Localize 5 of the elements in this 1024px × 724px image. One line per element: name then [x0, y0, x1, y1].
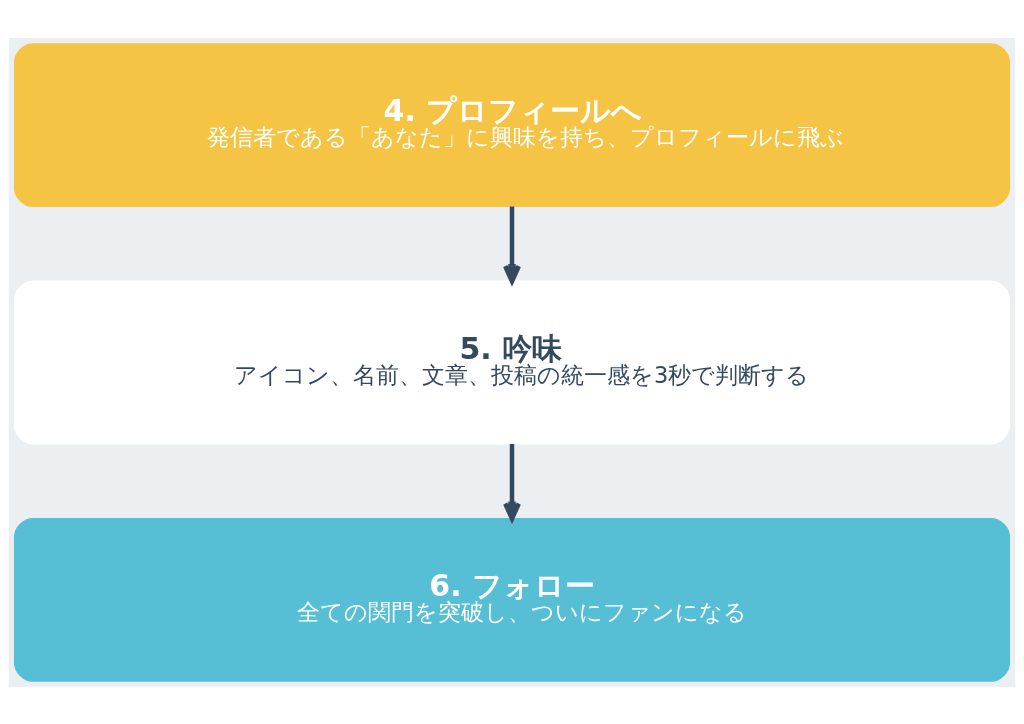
arrow — [503, 206, 521, 284]
node-box: 5. 吟味 アイコン、名前、文章、投稿の統一感を3秒で判断する — [14, 280, 1010, 444]
node-box: 6. フォロー 全ての関門を突破し、ついにファンになる — [14, 517, 1010, 682]
node-box: 4. プロフィールへ 発信者である「あなた」に興味を持ち、プロフィールに飛ぶ — [14, 42, 1010, 207]
arrow — [503, 443, 521, 521]
